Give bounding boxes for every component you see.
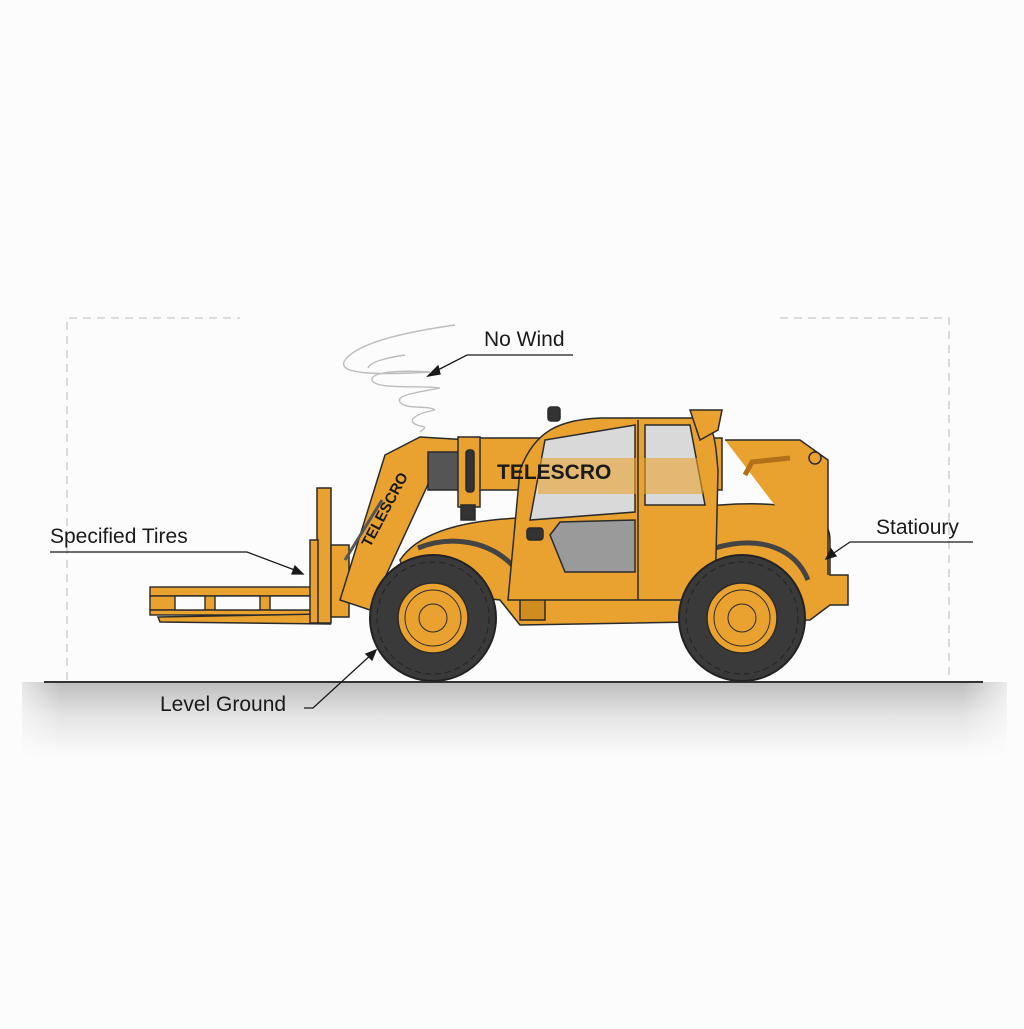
cab: TELESCRO xyxy=(497,406,723,601)
cab-brand-text: TELESCRO xyxy=(497,461,611,484)
stationary-label: Statioury xyxy=(876,516,959,539)
callouts xyxy=(50,354,973,709)
pallet xyxy=(149,586,321,616)
level-ground-label: Level Ground xyxy=(160,693,287,716)
wind-swirl-icon xyxy=(342,324,456,433)
no-wind-label: No Wind xyxy=(484,328,565,351)
dashed-frame xyxy=(66,317,950,680)
rear-wheel xyxy=(678,554,806,682)
ground xyxy=(0,681,1024,757)
front-wheel xyxy=(369,554,497,682)
specified-tires-label: Specified Tires xyxy=(50,525,188,548)
